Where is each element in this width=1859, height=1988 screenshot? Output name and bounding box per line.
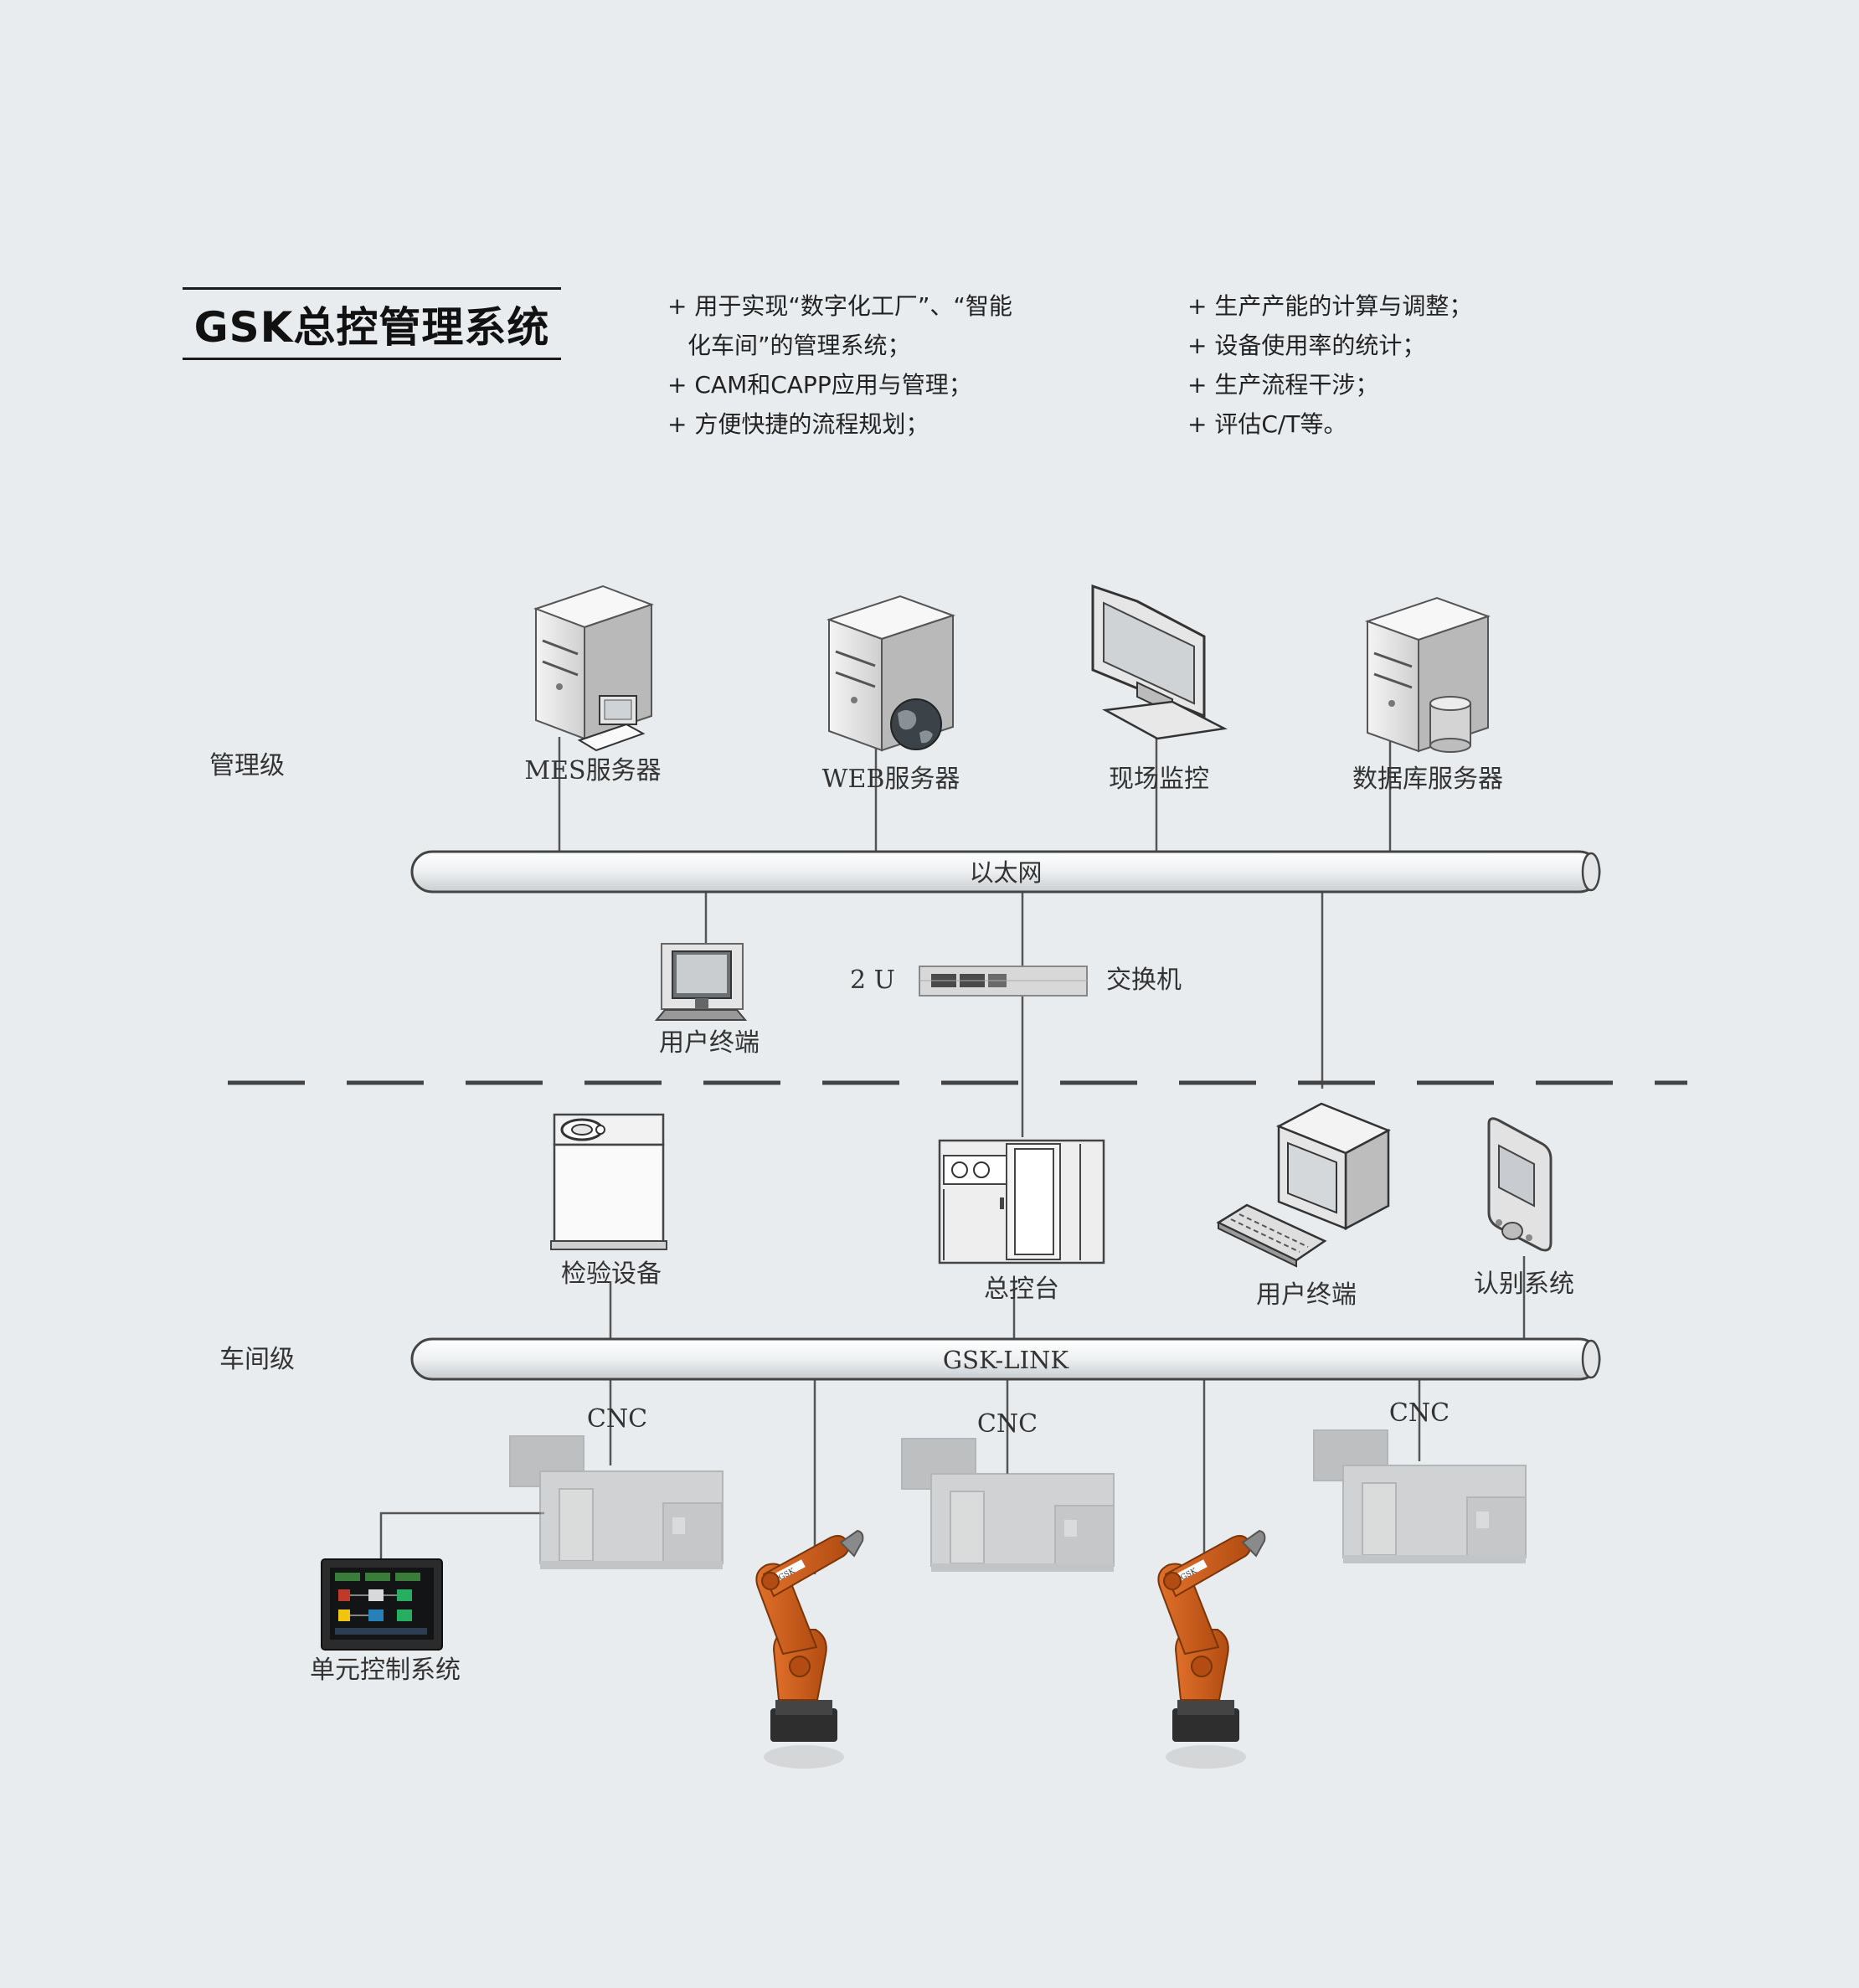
database-server-label: 数据库服务器	[1352, 765, 1503, 794]
web-server-label: WEB服务器	[822, 765, 960, 794]
computer-icon	[1276, 1102, 1391, 1231]
touch-panel-icon	[321, 1558, 443, 1651]
features-right-list: + 生产产能的计算与调整； + 设备使用率的统计； + 生产流程干涉； + 评估…	[1187, 286, 1472, 444]
database-server-node: 数据库服务器	[1352, 596, 1503, 794]
cnc-lathe-icon	[901, 1438, 1115, 1572]
computer-icon	[654, 943, 748, 1021]
computer-small-icon	[577, 695, 646, 752]
inspection-equipment-node: 检验设备	[550, 1113, 667, 1289]
cnc-label: CNC	[977, 1409, 1038, 1439]
monitor-icon	[1091, 584, 1228, 740]
switch-icon	[919, 966, 1088, 997]
page-title: GSK总控管理系统	[183, 287, 561, 360]
feature-item: + 用于实现“数字化工厂”、“智能	[667, 292, 1012, 320]
unit-control-system-node: 单元控制系统	[310, 1558, 461, 1685]
connector-lines	[379, 737, 1526, 1574]
gsk-link-bus: GSK-LINK	[410, 1337, 1601, 1381]
master-console-node: 总控台	[938, 1139, 1105, 1304]
level-label-management: 管理级	[209, 751, 285, 780]
robot-arm-icon: GSK	[1157, 1529, 1266, 1769]
ethernet-bus-label: 以太网	[969, 858, 1042, 887]
mes-server-node: MES服务器	[524, 585, 662, 785]
user-terminal-workshop-node: 用户终端	[1216, 1102, 1391, 1310]
features-left-list: + 用于实现“数字化工厂”、“智能 化车间”的管理系统； + CAM和CAPP应…	[667, 286, 1012, 444]
site-monitor-node: 现场监控	[1091, 584, 1228, 794]
cnc-lathe-icon	[509, 1435, 724, 1569]
feature-item: 化车间”的管理系统；	[687, 332, 911, 359]
switch-size-label: 2 U	[850, 966, 895, 995]
ethernet-bus: 以太网	[410, 850, 1601, 894]
user-terminal-top-node: 用户终端	[654, 943, 760, 1058]
identification-system-node: 认别系统	[1474, 1117, 1574, 1299]
feature-item: + 生产流程干涉；	[1187, 371, 1379, 399]
switch-label: 交换机	[1106, 966, 1182, 995]
site-monitor-label: 现场监控	[1109, 765, 1209, 794]
feature-item: + 评估C/T等。	[1187, 410, 1347, 438]
industrial-robot-2: GSK	[1157, 1529, 1266, 1769]
mes-server-label: MES服务器	[524, 756, 661, 785]
feature-item: + CAM和CAPP应用与管理；	[667, 371, 972, 399]
feature-item: + 设备使用率的统计；	[1187, 332, 1426, 359]
page-title-text: GSK总控管理系统	[193, 302, 550, 352]
master-console-label: 总控台	[984, 1275, 1059, 1304]
globe-icon	[890, 698, 942, 750]
cnc-lathe-icon	[1313, 1429, 1527, 1563]
cnc-machine-1: CNC	[509, 1404, 724, 1569]
feature-item: + 方便快捷的流程规划；	[667, 410, 930, 438]
identification-system-label: 认别系统	[1474, 1270, 1574, 1299]
database-icon	[1429, 696, 1471, 753]
level-label-workshop: 车间级	[219, 1345, 295, 1374]
keyboard-icon	[1216, 1203, 1327, 1268]
feature-item: + 生产产能的计算与调整；	[1187, 292, 1473, 320]
console-cabinet-icon	[938, 1139, 1105, 1264]
cnc-machine-2: CNC	[901, 1409, 1115, 1572]
web-server-node: WEB服务器	[822, 595, 960, 794]
cnc-machine-3: CNC	[1313, 1398, 1527, 1563]
unit-control-system-label: 单元控制系统	[310, 1656, 461, 1685]
handheld-scanner-icon	[1487, 1117, 1553, 1252]
cnc-label: CNC	[587, 1404, 647, 1434]
inspection-machine-icon	[550, 1113, 667, 1250]
inspection-equipment-label: 检验设备	[561, 1259, 662, 1289]
robot-arm-icon: GSK	[755, 1529, 864, 1769]
user-terminal-workshop-label: 用户终端	[1256, 1280, 1357, 1310]
switch-node: 2 U 交换机	[850, 966, 1182, 997]
industrial-robot-1: GSK	[755, 1529, 864, 1769]
user-terminal-top-label: 用户终端	[659, 1028, 760, 1058]
cnc-label: CNC	[1389, 1398, 1450, 1428]
gsk-link-bus-label: GSK-LINK	[943, 1346, 1069, 1374]
